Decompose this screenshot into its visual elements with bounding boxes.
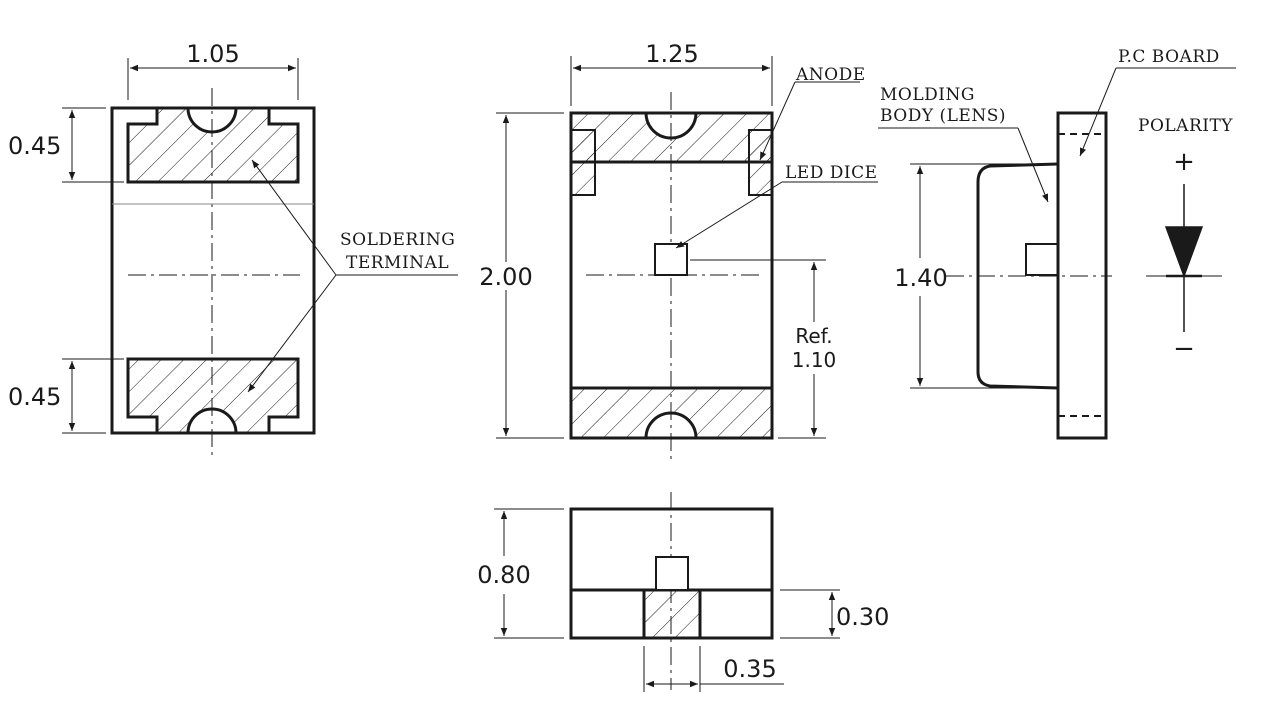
leader-line-bottom-terminal (247, 274, 337, 393)
top-solder-pad (126, 106, 300, 184)
label-molding: MOLDING (880, 85, 975, 105)
label-led-dice: LED DICE (785, 163, 878, 183)
end-view (494, 492, 840, 692)
dim-label-width: 1.05 (186, 40, 239, 68)
label-terminal: TERMINAL (346, 253, 449, 273)
leader-line-pc-board (1079, 67, 1117, 157)
dim-label-terminal-height: 0.30 (836, 603, 889, 631)
dim-label-terminal-width: 0.35 (723, 655, 776, 683)
led-dice-end (655, 556, 689, 591)
terminal-side-left (570, 129, 596, 196)
dim-label-ref-value: 1.10 (792, 348, 837, 372)
label-body-lens: BODY (LENS) (880, 106, 1006, 126)
polarity-minus-sign: − (1173, 334, 1195, 364)
dim-label-height: 1.40 (894, 264, 947, 292)
led-dice (654, 243, 688, 276)
package-outline (569, 111, 774, 440)
cathode-terminal-band (569, 386, 774, 440)
polarity-diode-symbol (1146, 184, 1222, 332)
dim-label-width: 1.25 (645, 40, 698, 68)
label-anode: ANODE (795, 65, 866, 85)
label-pc-board: P.C BOARD (1118, 47, 1220, 67)
led-dice-side (1025, 243, 1059, 276)
dim-label-top-pad: 0.45 (8, 132, 61, 160)
package-outline (110, 106, 316, 435)
terminal-view (62, 58, 458, 458)
top-view (496, 56, 878, 460)
anode-terminal-band (569, 111, 774, 164)
dim-label-height: 2.00 (479, 263, 532, 291)
polarity-plus-sign: + (1173, 147, 1195, 177)
dim-label-bottom-pad: 0.45 (8, 383, 61, 411)
dim-label-ref: Ref. (795, 324, 832, 348)
leader-line-molding (1017, 127, 1049, 203)
molding-body-lens (976, 162, 1059, 390)
bottom-solder-pad (126, 357, 300, 435)
leader-line-top-terminal (251, 159, 337, 276)
leader-line-anode (759, 81, 796, 161)
side-view (878, 67, 1236, 440)
label-polarity: POLARITY (1138, 116, 1233, 136)
leader-line-led-dice (675, 181, 783, 249)
terminal-end (642, 588, 702, 640)
label-soldering: SOLDERING (340, 230, 455, 250)
dim-label-end-height: 0.80 (477, 561, 530, 589)
